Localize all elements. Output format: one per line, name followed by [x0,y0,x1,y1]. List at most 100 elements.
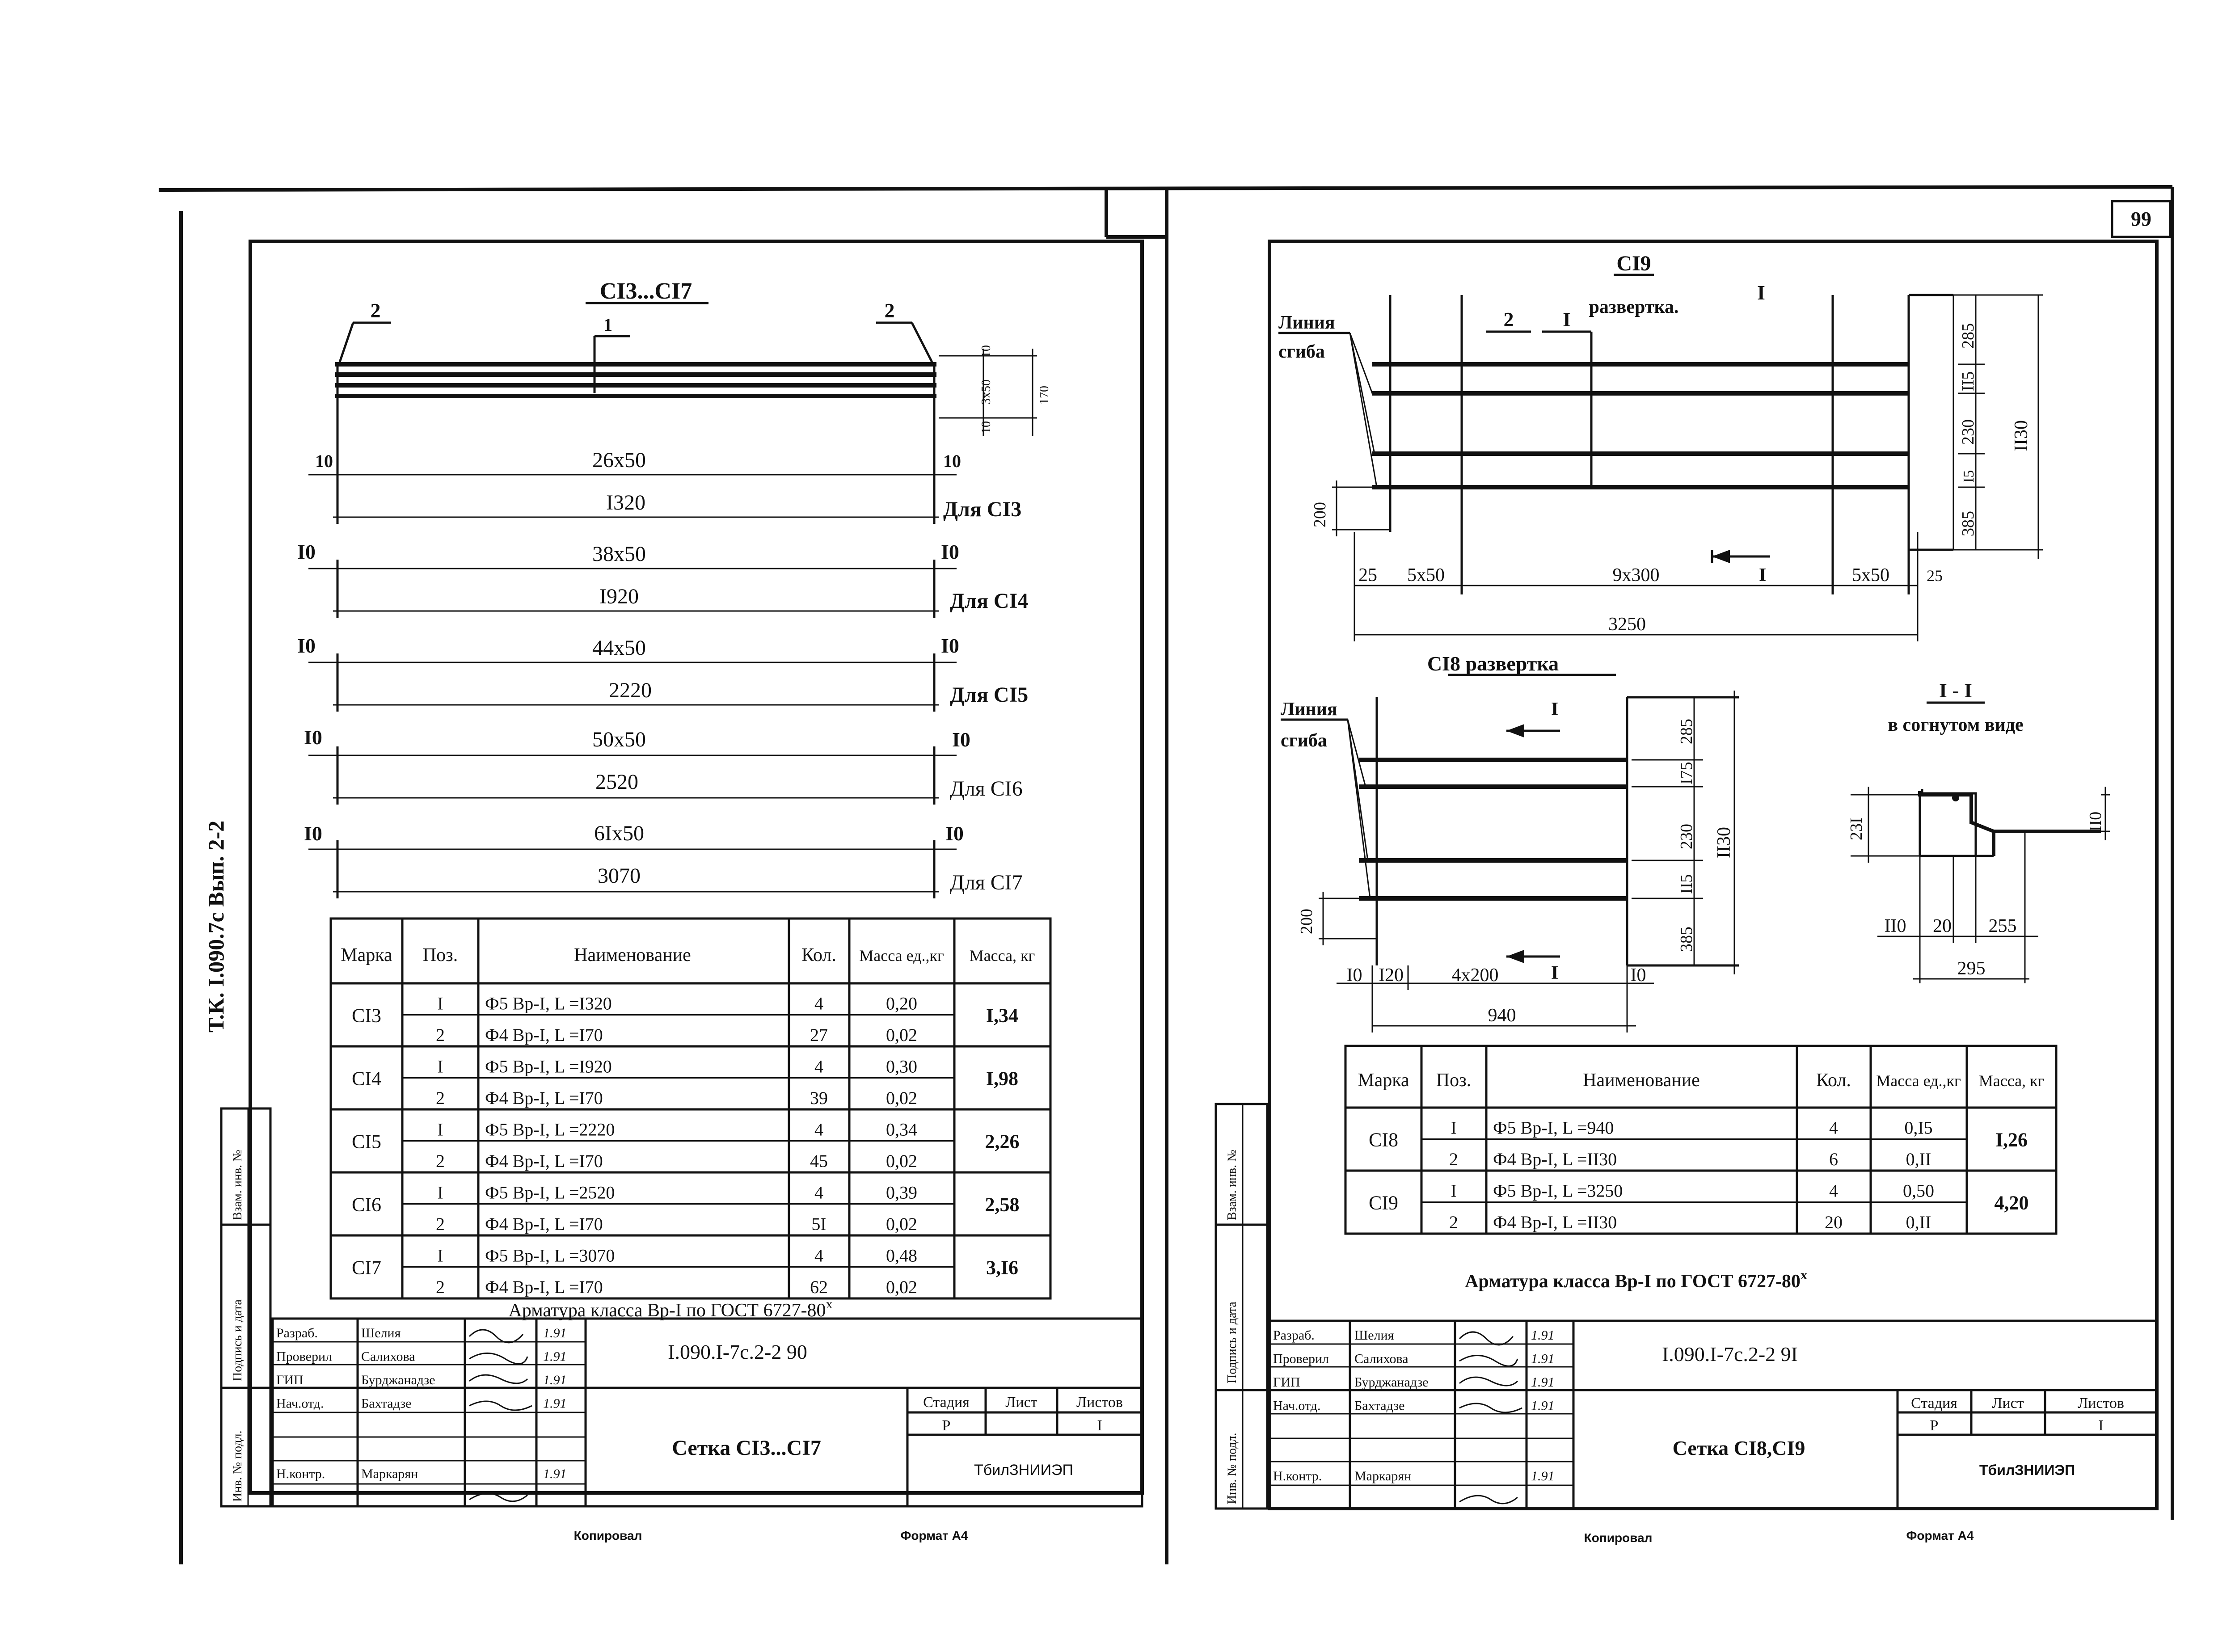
lt-name: Ф4 Вр-I, L =I70 [485,1088,603,1108]
c18-vdim-1: 285 [1677,719,1696,744]
c19-bend-2: сгиба [1278,341,1325,362]
right-tb-sheets-label: Листов [2078,1395,2124,1412]
section-dim-110h: II0 [1885,916,1906,936]
row3-right: I0 [941,634,959,657]
row4-label: Для СI6 [950,777,1023,801]
lt-name: Ф5 Вр-I, L =2220 [485,1120,615,1140]
ltb-role: Н.контр. [276,1467,325,1481]
rtb-role: Разраб. [1273,1328,1315,1343]
lt-pos: 2 [436,1214,445,1234]
lt-qty: 39 [810,1088,828,1108]
rtb-role: Нач.отд. [1273,1399,1320,1413]
rt-h-name: Наименование [1583,1070,1700,1091]
right-side-label-1: Взам. инв. № [1225,1150,1239,1220]
lt-qty: 4 [814,1183,823,1203]
rt-qty: 4 [1829,1181,1838,1201]
c19-roman-i: I [1757,281,1765,304]
rt-total-0: I,26 [1995,1129,2028,1151]
c19-vdim-4: I5 [1961,470,1977,483]
left-footer-copied: Копировал [574,1529,642,1542]
lt-name: Ф4 Вр-I, L =I70 [485,1151,603,1171]
lt-unit-mass: 0,34 [886,1120,917,1140]
left-tb-stage: Р [942,1417,951,1434]
left-dim-lines [308,466,957,898]
lt-pos: I [437,1246,443,1266]
c18-left-dim: 200 [1297,909,1316,934]
rt-h-mass: Масса, кг [1979,1072,2045,1090]
c18-hdim-3: 4x200 [1452,965,1499,986]
rt-mark-0: СI8 [1369,1129,1398,1151]
left-title-block [220,1107,1143,1508]
rt-unit-mass: 0,50 [1903,1181,1934,1201]
row2-length: I920 [599,585,639,608]
c19-vdim-1: 285 [1959,323,1978,349]
rt-name: Ф4 Вр-I, L =II30 [1493,1212,1617,1232]
c18-hdim-2: I20 [1379,965,1404,986]
signature-scribble [468,1329,532,1502]
rtb-role: ГИП [1273,1375,1300,1390]
left-side-label-3: Инв. № подл. [231,1430,245,1502]
row2-span: 38x50 [592,542,646,566]
row2-left: I0 [297,540,316,563]
section-title: I - I [1939,679,1972,702]
lt-mark-0: СI3 [352,1005,381,1027]
pos-label-1: 1 [603,315,612,335]
left-tb-sheets-label: Листов [1076,1394,1123,1411]
rt-qty: 6 [1829,1149,1838,1169]
row1-right: 10 [943,451,961,471]
lt-h-unit-mass: Масса ед.,кг [859,947,944,965]
right-note: Арматура класса Вр-I по ГОСТ 6727-80х [1465,1268,1807,1292]
lt-total-1: I,98 [986,1068,1018,1090]
c18-total: 940 [1488,1005,1516,1026]
c18-vtotal: II30 [1714,827,1734,858]
rt-qty: 20 [1825,1212,1843,1232]
left-tb-sheet-title: Сетка СI3...СI7 [672,1436,821,1460]
rt-unit-mass: 0,II [1906,1212,1931,1232]
lt-pos: 2 [436,1088,445,1108]
row1-length: I320 [606,491,645,514]
row4-length: 2520 [595,770,638,794]
rtb-name: Маркарян [1354,1469,1411,1483]
row5-span: 6Ix50 [594,822,644,845]
left-mesh-drawing: СI3...СI7 2 1 2 10 3x50 10 170 [308,278,1051,898]
lt-name: Ф5 Вр-I, L =I920 [485,1057,612,1077]
right-tb-sheets: I [2098,1417,2103,1434]
c19-subtitle: развертка. [1589,297,1678,317]
row4-span: 50x50 [592,728,646,751]
rtb-date: 1.91 [1531,1469,1555,1483]
side-stamp: Т.К. I.090.7с Вып. 2-2 [203,821,228,1032]
lt-mark-1: СI4 [352,1068,381,1090]
lt-qty: 4 [814,1057,823,1077]
left-spec-table [329,917,1052,1300]
lt-qty: 4 [814,1120,823,1140]
lt-name: Ф5 Вр-I, L =I320 [485,994,612,1014]
lt-unit-mass: 0,02 [886,1025,917,1045]
row3-left: I0 [297,634,316,657]
row4-right: I0 [952,728,970,751]
left-note: Арматура класса Вр-I по ГОСТ 6727-80х [508,1297,832,1321]
ltb-date: 1.91 [543,1373,567,1387]
row5-label: Для СI7 [950,871,1023,894]
lt-unit-mass: 0,02 [886,1214,917,1234]
c18-cut-bottom: I [1551,963,1558,983]
sec-dim-10-top: 10 [979,345,993,358]
row1-span: 26x50 [592,448,646,472]
rtb-date: 1.91 [1531,1375,1555,1390]
lt-qty: 45 [810,1151,828,1171]
rtb-role: Проверил [1273,1352,1329,1366]
rt-name: Ф4 Вр-I, L =II30 [1493,1149,1617,1169]
rtb-date: 1.91 [1531,1352,1555,1366]
lt-unit-mass: 0,02 [886,1277,917,1297]
c19-vdim-5: 385 [1959,511,1978,536]
rt-pos: 2 [1449,1212,1458,1232]
lt-name: Ф4 Вр-I, L =I70 [485,1025,603,1045]
c19-vdim-3: 230 [1959,419,1978,445]
row3-label: Для СI5 [950,683,1028,707]
sec-dim-170: 170 [1037,386,1051,405]
sec-dim-10-bottom: 10 [979,421,993,434]
lt-mark-4: СI7 [352,1257,381,1279]
c19-title: СI9 [1616,252,1651,275]
lt-qty: 4 [814,994,823,1014]
c19-drawing [1278,274,2043,641]
rt-name: Ф5 Вр-I, L =3250 [1493,1181,1623,1201]
